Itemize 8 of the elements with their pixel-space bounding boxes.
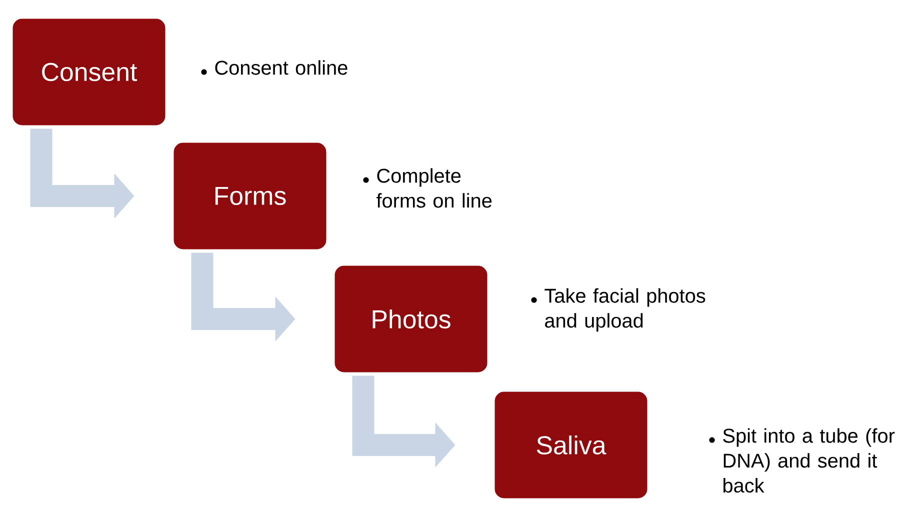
process-box: Saliva xyxy=(493,390,649,500)
bullet-text: Complete forms on line xyxy=(376,168,492,208)
process-box: Photos xyxy=(333,264,489,374)
bullet-text: Spit into a tube (for DNA) and send it back xyxy=(723,428,895,493)
process-box: Forms xyxy=(172,141,328,251)
bullet-text: Take facial photos and upload xyxy=(544,288,706,332)
bullet-text: Consent online xyxy=(215,60,348,75)
process-box: Consent xyxy=(11,17,167,127)
